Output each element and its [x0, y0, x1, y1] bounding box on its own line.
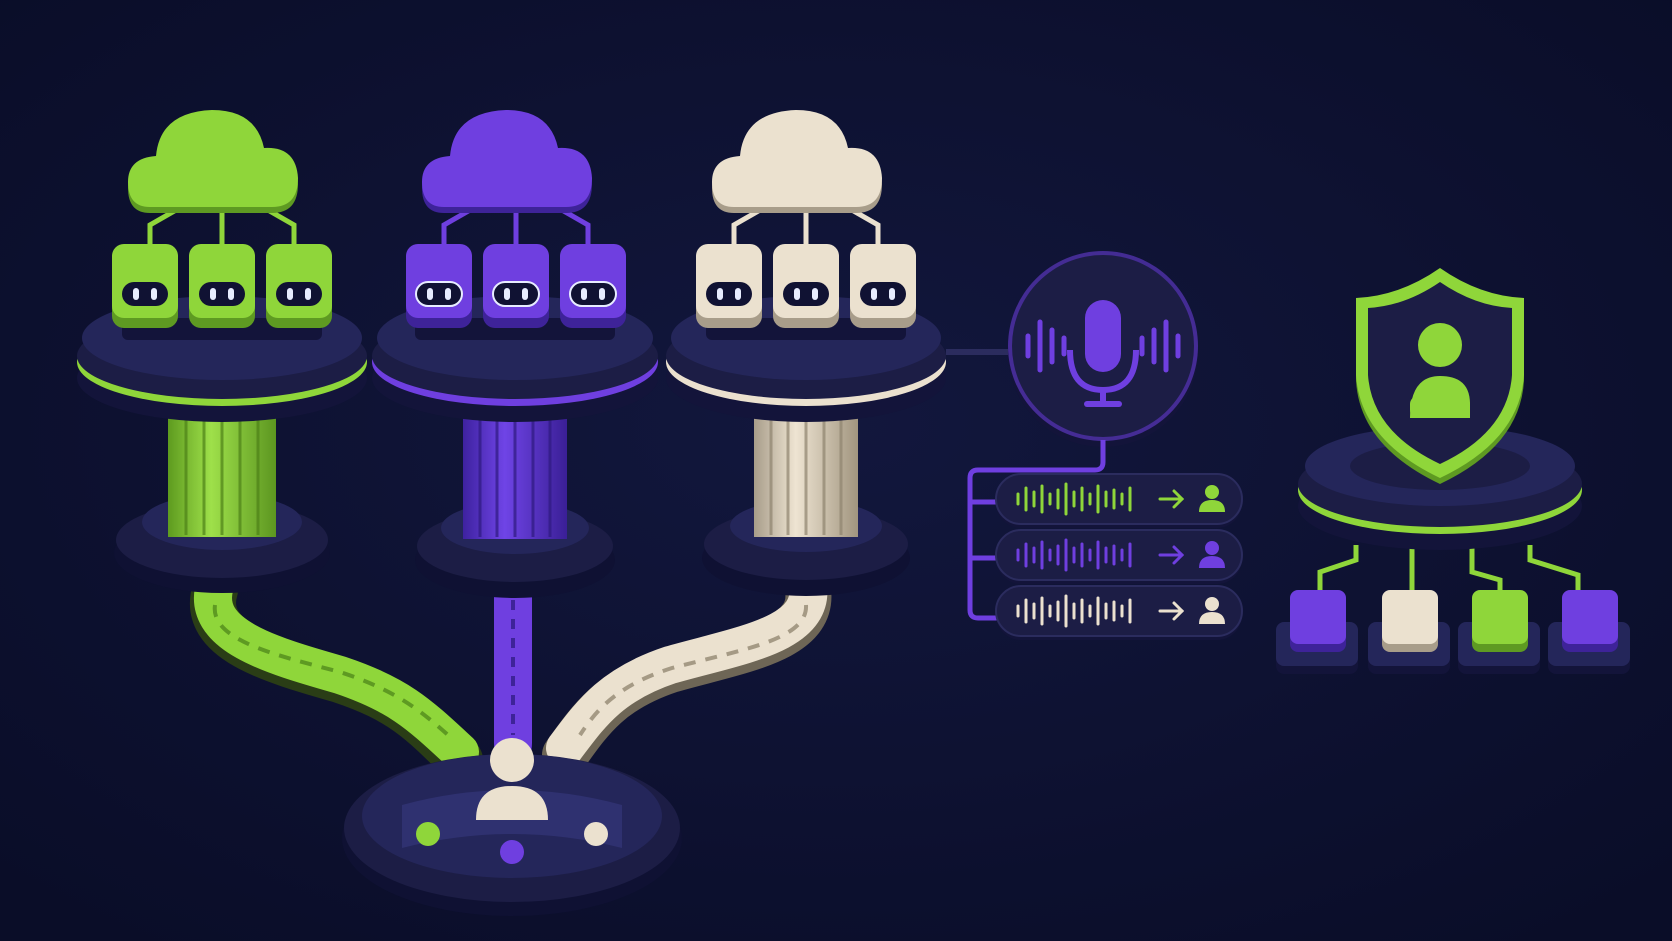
microphone-icon [1067, 300, 1139, 407]
bot-icon-2 [483, 244, 549, 328]
user-icon [1199, 485, 1225, 512]
user-icon [476, 738, 548, 820]
bot-icon-2 [189, 244, 255, 328]
bot-icon-1 [696, 244, 762, 328]
identity-block-4 [1548, 590, 1630, 674]
cream-indicator-dot [584, 822, 608, 846]
bot-icon-3 [266, 244, 332, 328]
bot-icon-1 [406, 244, 472, 328]
bot-icon-1 [112, 244, 178, 328]
cloud-icon [422, 110, 592, 213]
transcript-row-purple [995, 529, 1243, 584]
transcript-connector [967, 440, 1106, 621]
cloud-icon [712, 110, 882, 213]
cream-cloud-pillar [666, 110, 946, 596]
green-path [194, 566, 479, 771]
identity-block-1 [1276, 590, 1358, 674]
sound-wave-icon [1025, 319, 1181, 373]
transcript-row-cream [995, 585, 1243, 640]
user-hub [342, 738, 682, 916]
cloud-icon [128, 110, 298, 213]
sound-wave-icon [1016, 482, 1132, 516]
secure-identity-module [1276, 268, 1630, 674]
identity-block-2 [1368, 590, 1450, 674]
arrow-right-icon [1158, 489, 1185, 509]
sound-wave-icon [1016, 538, 1132, 572]
user-icon [1410, 323, 1470, 418]
purple-cloud-pillar [372, 110, 658, 598]
green-cloud-pillar [77, 110, 367, 593]
arrow-right-icon [1158, 545, 1185, 565]
voice-transcription-module [946, 251, 1198, 621]
sound-wave-icon [1016, 594, 1132, 628]
green-indicator-dot [416, 822, 440, 846]
user-icon [1199, 541, 1225, 568]
bot-icon-3 [850, 244, 916, 328]
transcript-row-green [995, 473, 1243, 528]
bot-icon-3 [560, 244, 626, 328]
cream-path-dashes [578, 604, 809, 737]
routing-paths [190, 566, 832, 783]
bot-icon-2 [773, 244, 839, 328]
user-icon [1199, 597, 1225, 624]
purple-indicator-dot [500, 840, 524, 864]
green-path-dashes [212, 604, 450, 737]
arrow-right-icon [1158, 601, 1185, 621]
cream-path [546, 566, 828, 767]
identity-block-3 [1458, 590, 1540, 674]
